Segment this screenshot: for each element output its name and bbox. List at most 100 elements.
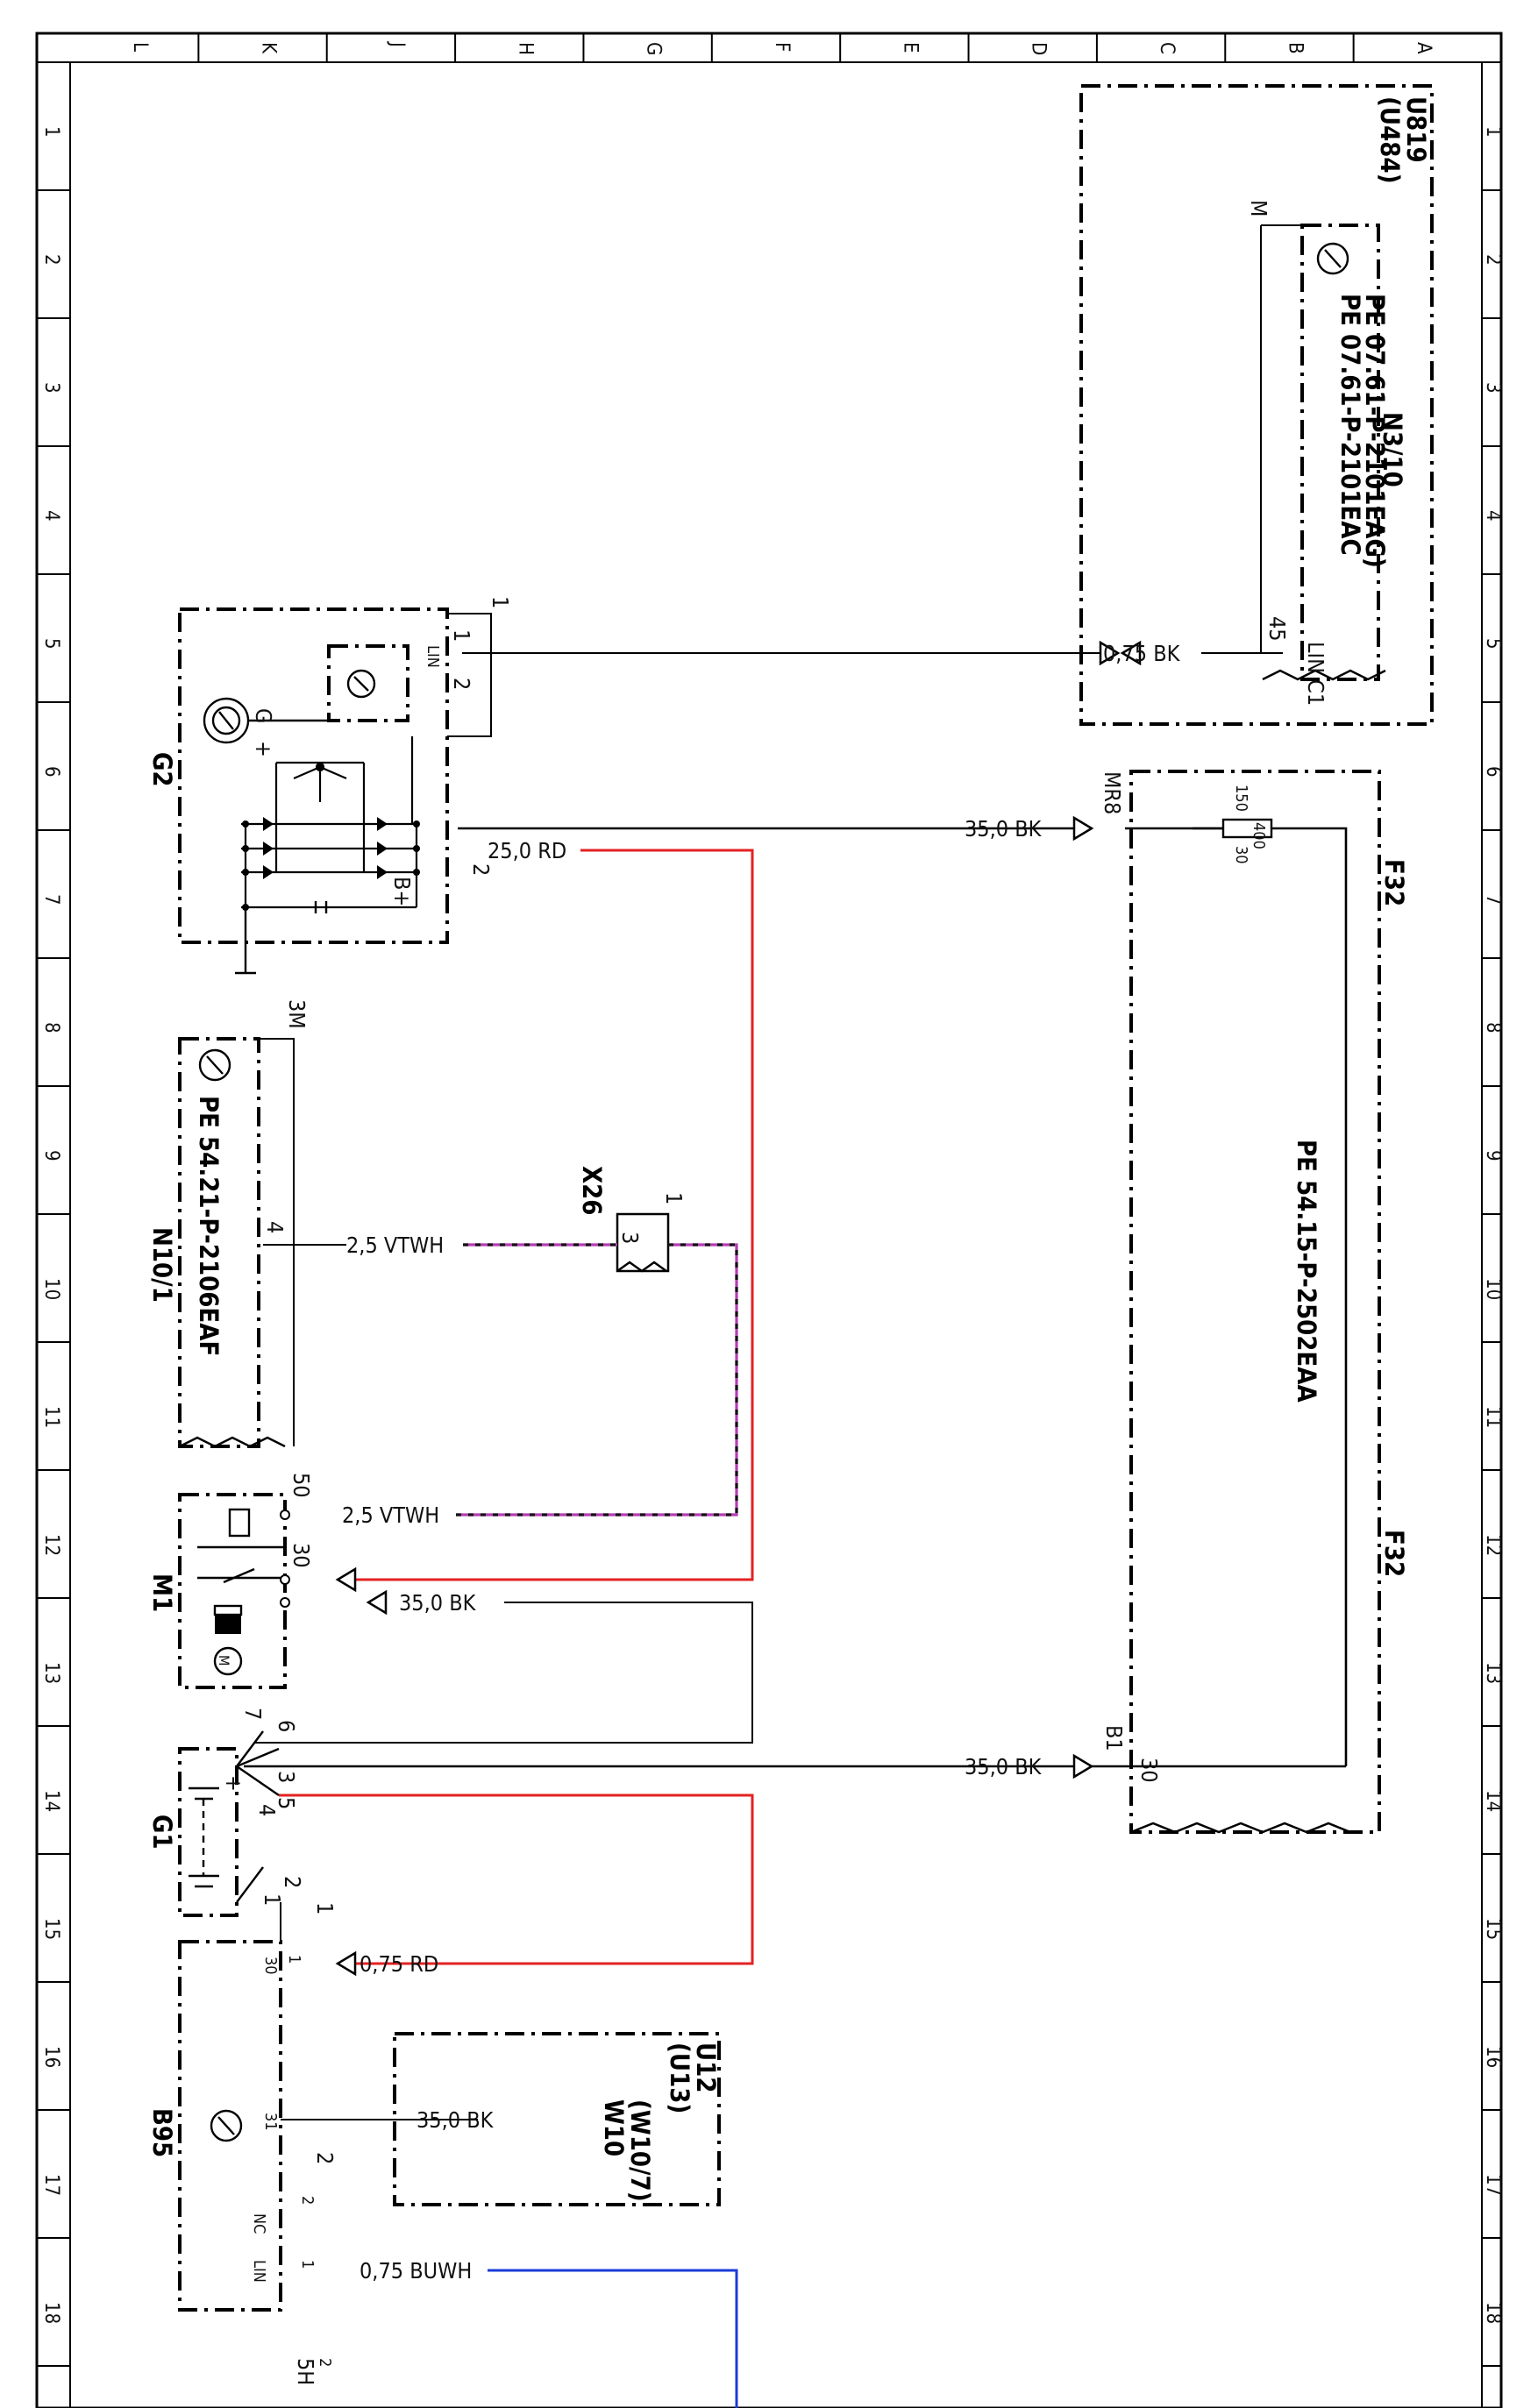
f32-fuse-symbol <box>1193 818 1273 839</box>
grid-row-label-left: 15 <box>40 1918 62 1940</box>
u12-box <box>393 2032 721 2206</box>
n3-10-ref1: PE 07.61-P-2101EAC <box>1335 294 1365 556</box>
g1-p1: 1 <box>260 1893 285 1906</box>
g1-plus: + <box>221 1775 246 1792</box>
wires-blue-white <box>488 2269 738 2408</box>
grid-column-label: B <box>1284 42 1306 54</box>
grid-row-label-right: 16 <box>1482 2046 1504 2068</box>
b95-p1: 1 <box>312 1902 338 1914</box>
g1-p2: 2 <box>280 1876 305 1888</box>
grid-row-label-left: 10 <box>40 1278 62 1300</box>
n3-10-ground: M <box>1246 200 1271 217</box>
connector-arrows <box>335 640 1142 1977</box>
f32-mr8: MR8 <box>1100 771 1125 814</box>
grid-row-label-right: 1 <box>1482 126 1504 138</box>
n10-1-transistor-icon <box>198 1048 231 1082</box>
f32-f150: 150 <box>1232 785 1250 812</box>
grid-row-label-right: 12 <box>1482 1534 1504 1556</box>
grid-row-label-right: 5 <box>1482 638 1504 650</box>
g1-battery-symbol <box>189 1730 280 1903</box>
grid-row-label-right: 13 <box>1482 1662 1504 1684</box>
wire-label-m1-50: 2,5 VTWH <box>342 1502 439 1528</box>
grid-row-label-right: 4 <box>1482 510 1504 522</box>
grid-row-label-left: 6 <box>40 766 62 778</box>
bottom-ground: 5H <box>293 2358 318 2385</box>
g2-regulator-transistor-icon <box>346 669 376 699</box>
grid-row-label-left: 17 <box>40 2174 62 2196</box>
wire-label-b95-30: 0,75 RD <box>360 1951 438 1977</box>
grid-row-label-right: 17 <box>1482 2174 1504 2196</box>
g1-box <box>178 1747 239 1917</box>
b95-pin-b: 2 <box>298 2196 317 2205</box>
g2-pin1: 1 <box>449 629 474 642</box>
m1-motor: M <box>216 1655 232 1666</box>
grid-column-label: K <box>258 42 280 54</box>
f32-box <box>1129 770 1381 1834</box>
wire-x26-m1-vtwh <box>456 1243 738 1517</box>
grid-row-label-right: 2 <box>1482 254 1504 266</box>
grid-row-label-left: 12 <box>40 1534 62 1556</box>
b95-nc: NC <box>250 2213 268 2234</box>
wire-label-mr8: 35,0 BK <box>965 816 1043 842</box>
g1-name: G1 <box>147 1815 177 1850</box>
f32-name: F32 <box>1379 859 1409 906</box>
g2-bplus: B+ <box>389 877 415 906</box>
grid-column-label: H <box>514 42 536 55</box>
f32-name-2: F32 <box>1379 1530 1409 1577</box>
grid-row-label-left: 7 <box>40 894 62 906</box>
b95-p31: 31 <box>261 2113 280 2131</box>
grid-row-label-left: 2 <box>40 254 62 266</box>
wires-black <box>244 224 1348 2120</box>
grid-row-label-right: 14 <box>1482 1790 1504 1812</box>
u12-alt: (U13) <box>665 2042 694 2113</box>
grid-row-label-left: 4 <box>40 510 62 522</box>
n3-10-pin-label: LIN C1 <box>1303 642 1328 706</box>
g2-pin2: 2 <box>449 678 474 690</box>
wires-red <box>279 849 754 1965</box>
x26-name: X26 <box>577 1166 607 1215</box>
wire-label-m1-bk: 35,0 BK <box>399 1590 477 1616</box>
f32-b1: B1 <box>1101 1725 1127 1751</box>
grid-row-label-left: 8 <box>40 1022 62 1034</box>
b95-pin-a: 1 <box>285 1955 303 1964</box>
u12-w: W10 <box>599 2099 629 2156</box>
u12-walt: (W10/7) <box>625 2099 655 2202</box>
n10-1-box <box>178 1037 260 1448</box>
x26-p3: 3 <box>617 1232 643 1244</box>
wires-violet-white <box>456 1243 738 1517</box>
grid-row-label-left: 9 <box>40 1150 62 1161</box>
wire-b95-lin-buwh <box>488 2269 738 2408</box>
b95-p2: 2 <box>312 2152 338 2164</box>
n10-1-name: N10/1 <box>147 1227 177 1303</box>
drawing-frame <box>35 32 1503 2408</box>
grid-column-label: D <box>1028 42 1050 55</box>
grid-row-label-left: 18 <box>40 2302 62 2324</box>
g2-lin: LIN <box>424 645 442 668</box>
g2-name: G2 <box>147 752 177 787</box>
m1-p50: 50 <box>288 1473 314 1498</box>
g1-p6: 6 <box>274 1720 299 1732</box>
b95-pin-c: 1 <box>298 2260 317 2269</box>
g2-ext2: 2 <box>468 863 494 876</box>
wire-label-n10-4: 2,5 VTWH <box>346 1232 444 1258</box>
grid-row-label-right: 6 <box>1482 766 1504 778</box>
grid-row-label-right: 11 <box>1482 1406 1504 1428</box>
g1-p7: 7 <box>240 1708 266 1720</box>
wire-label-b1: 35,0 BK <box>965 1754 1043 1779</box>
n3-10-transistor-icon <box>1316 242 1349 275</box>
grid-row-label-right: 3 <box>1482 382 1504 394</box>
n3-10-box <box>1300 224 1380 681</box>
f32-b30: 30 <box>1136 1758 1162 1783</box>
b95-p30: 30 <box>261 1957 280 1975</box>
grid-column-label: E <box>899 42 921 53</box>
f32-ref: PE 54.15-P-2502EAA <box>1292 1140 1321 1403</box>
grid-row-label-left: 13 <box>40 1662 62 1684</box>
n3-10-ref2: PE 07.61-P-2101EAG) <box>1360 294 1390 568</box>
u12-name: U12 <box>691 2042 721 2093</box>
component-boxes <box>178 84 1434 2312</box>
grid-row-label-left: 16 <box>40 2046 62 2068</box>
b95-name: B95 <box>147 2108 177 2157</box>
wire-label-g2-b: 25,0 RD <box>488 838 566 863</box>
